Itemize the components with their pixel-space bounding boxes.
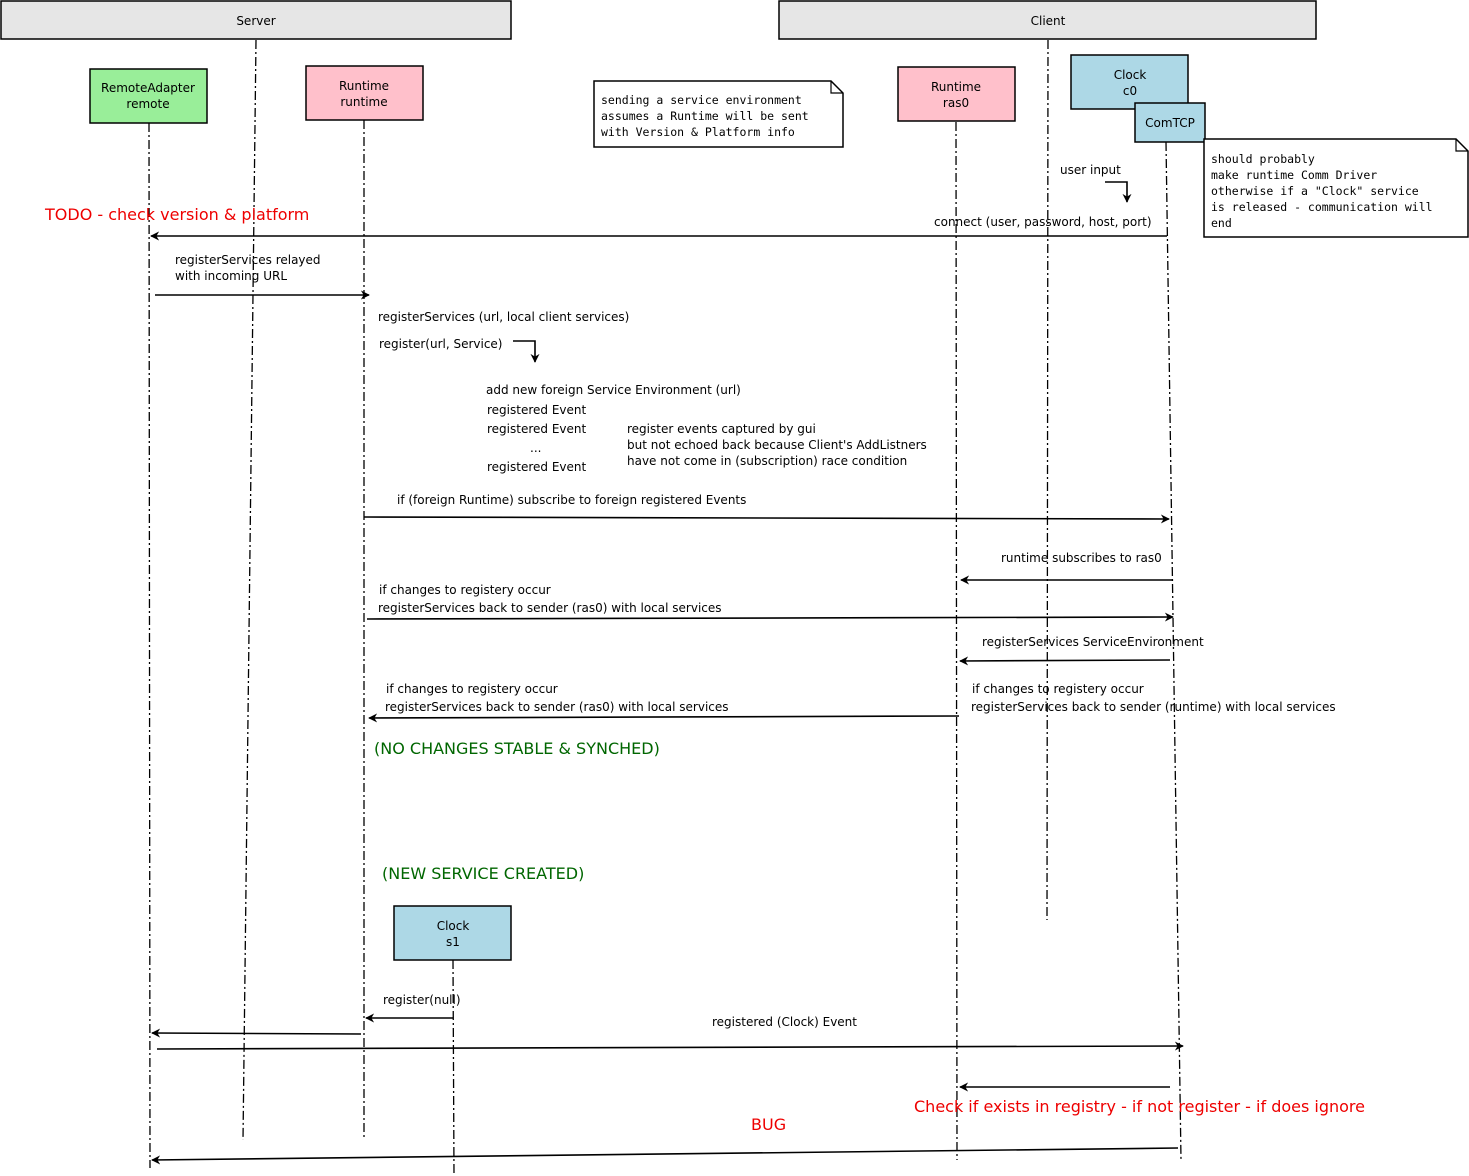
relayed-label-line: with incoming URL [175, 269, 287, 283]
note-line: end [1211, 216, 1232, 230]
changes-2-line: if changes to registery occur [386, 682, 558, 696]
runtime-subscribes-label: runtime subscribes to ras0 [1001, 551, 1162, 565]
changes-1-arrow[interactable] [366, 612, 1174, 622]
relayed-label-line: registerServices relayed [175, 253, 321, 267]
comm-driver-note[interactable]: should probably make runtime Comm Driver… [1203, 138, 1469, 238]
changes-3-line: registerServices back to sender (runtime… [971, 700, 1336, 714]
runtime-client-name: Runtime [931, 80, 981, 94]
registered-clock-arrow[interactable] [156, 1041, 1184, 1051]
note-line: should probably [1211, 152, 1315, 166]
registered-event-label: registered Event [487, 422, 587, 436]
server-pool-header[interactable]: Server [0, 0, 512, 40]
clock-c0-name: Clock [1114, 68, 1147, 82]
clock-s1-instance: s1 [446, 935, 460, 949]
clock-c0-participant[interactable]: Clock c0 [1070, 54, 1189, 110]
registered-event-label: registered Event [487, 460, 587, 474]
register-service-env-arrow[interactable] [959, 656, 1171, 666]
subscribe-foreign-label: if (foreign Runtime) subscribe to foreig… [397, 493, 746, 507]
remote-adapter-instance: remote [126, 97, 169, 111]
registered-clock-label: registered (Clock) Event [712, 1015, 857, 1029]
changes-3-line: if changes to registery occur [972, 682, 1144, 696]
note-line: make runtime Comm Driver [1211, 168, 1377, 182]
gui-note-line: but not echoed back because Client's Add… [627, 438, 927, 452]
runtime-server-participant[interactable]: Runtime runtime [305, 65, 424, 121]
changes-2-arrow[interactable] [368, 713, 960, 723]
note-line: is released - communication will [1211, 200, 1433, 214]
remote-adapter-lifeline [148, 122, 151, 1169]
todo-annotation: TODO - check version & platform [44, 205, 309, 224]
client-pool-header[interactable]: Client [778, 0, 1317, 40]
client-pool-lifeline [1046, 39, 1049, 921]
runtime-client-lifeline [955, 121, 958, 1161]
comtcp-lifeline [1165, 141, 1182, 1161]
check-exists-annotation: Check if exists in registry - if not reg… [914, 1097, 1365, 1116]
service-environment-note[interactable]: sending a service environment assumes a … [593, 80, 844, 148]
bug-annotation: BUG [751, 1115, 786, 1134]
registered-event-label: registered Event [487, 403, 587, 417]
runtime-to-remote-arrow[interactable] [151, 1028, 362, 1038]
changes-1-line: if changes to registery occur [379, 583, 551, 597]
gui-note-line: have not come in (subscription) race con… [627, 454, 907, 468]
register-null-label: register(null) [383, 993, 461, 1007]
register-services-url-label: registerServices (url, local client serv… [378, 310, 629, 324]
remote-adapter-participant[interactable]: RemoteAdapter remote [89, 68, 208, 124]
subscribe-foreign-arrow[interactable] [363, 514, 1170, 524]
connect-label: connect (user, password, host, port) [934, 215, 1152, 229]
clock-c0-instance: c0 [1123, 84, 1137, 98]
changes-2-line: registerServices back to sender (ras0) w… [385, 700, 729, 714]
note-line: sending a service environment [601, 93, 802, 107]
register-url-service-label: register(url, Service) [379, 337, 503, 351]
bug-arrow[interactable] [151, 1147, 1179, 1165]
register-step-arrow [513, 340, 540, 363]
server-pool-title: Server [236, 14, 275, 28]
comtcp-participant[interactable]: ComTCP [1134, 102, 1206, 143]
remote-adapter-name: RemoteAdapter [101, 81, 195, 95]
note-line: otherwise if a "Clock" service [1211, 184, 1419, 198]
gui-note-line: register events captured by gui [627, 422, 816, 436]
no-changes-annotation: (NO CHANGES STABLE & SYNCHED) [374, 739, 660, 758]
user-input-label: user input [1060, 163, 1121, 177]
server-pool-lifeline [242, 39, 257, 1141]
runtime-server-instance: runtime [340, 95, 387, 109]
clock-s1-name: Clock [437, 919, 470, 933]
registered-event-ellipsis: ... [530, 441, 541, 455]
note-line: with Version & Platform info [601, 125, 795, 139]
register-service-env-label: registerServices ServiceEnvironment [982, 635, 1204, 649]
user-input-step-arrow [1105, 181, 1132, 203]
add-foreign-env-label: add new foreign Service Environment (url… [486, 383, 741, 397]
comtcp-name: ComTCP [1145, 116, 1195, 130]
clock-s1-lifeline [452, 959, 455, 1176]
runtime-client-instance: ras0 [943, 96, 969, 110]
runtime-client-participant[interactable]: Runtime ras0 [897, 66, 1016, 122]
new-service-annotation: (NEW SERVICE CREATED) [382, 864, 584, 883]
client-pool-title: Client [1031, 14, 1066, 28]
runtime-server-name: Runtime [339, 79, 389, 93]
changes-1-line: registerServices back to sender (ras0) w… [378, 601, 722, 615]
clock-s1-participant[interactable]: Clock s1 [393, 905, 512, 961]
note-line: assumes a Runtime will be sent [601, 109, 809, 123]
